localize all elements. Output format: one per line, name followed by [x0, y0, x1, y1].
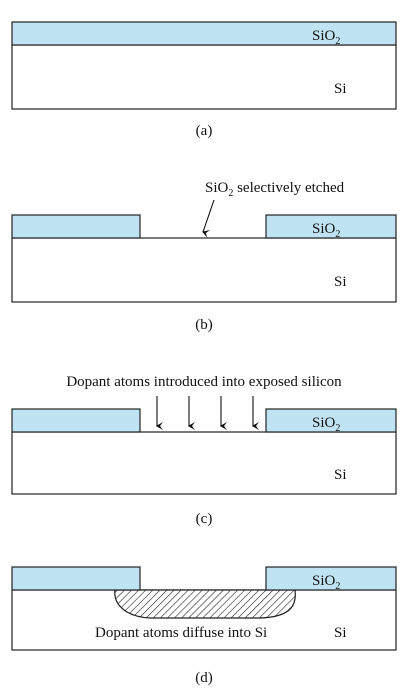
panel-c: Dopant atoms introduced into exposed sil… — [11, 374, 397, 527]
panel-d: SiO2 Dopant atoms diffuse into Si Si (d) — [11, 566, 397, 686]
panel-a: SiO2 Si (a) — [11, 21, 397, 139]
silicon-substrate — [11, 44, 397, 110]
diffusion-annotation: Dopant atoms diffuse into Si — [95, 625, 267, 641]
oxide-layer-right — [265, 214, 397, 239]
silicon-label: Si — [334, 467, 347, 483]
oxide-label: SiO2 — [312, 573, 340, 592]
oxide-layer — [11, 21, 397, 46]
caption-b: (b) — [195, 317, 213, 333]
caption-a: (a) — [196, 123, 213, 139]
caption-c: (c) — [196, 511, 213, 527]
caption-d: (d) — [195, 670, 213, 686]
oxide-layer-right — [265, 408, 397, 433]
silicon-label: Si — [334, 625, 347, 641]
etch-arrow — [202, 199, 215, 238]
oxide-layer-left — [11, 408, 141, 433]
oxide-label: SiO2 — [312, 221, 340, 240]
dopant-arrows — [156, 396, 259, 430]
oxide-label: SiO2 — [312, 28, 340, 47]
silicon-substrate — [11, 431, 397, 495]
oxide-label: SiO2 — [312, 415, 340, 434]
diffused-region — [114, 589, 296, 619]
oxide-layer-left — [11, 214, 141, 239]
silicon-label: Si — [334, 81, 347, 97]
etch-annotation: SiO2 selectively etched — [205, 180, 345, 199]
silicon-substrate — [11, 237, 397, 303]
panel-b: SiO2 selectively etched SiO2 Si (b) — [11, 180, 397, 333]
oxide-layer-left — [11, 566, 141, 591]
oxide-layer-right — [265, 566, 397, 591]
dopant-introduction-annotation: Dopant atoms introduced into exposed sil… — [66, 374, 342, 390]
silicon-label: Si — [334, 274, 347, 290]
